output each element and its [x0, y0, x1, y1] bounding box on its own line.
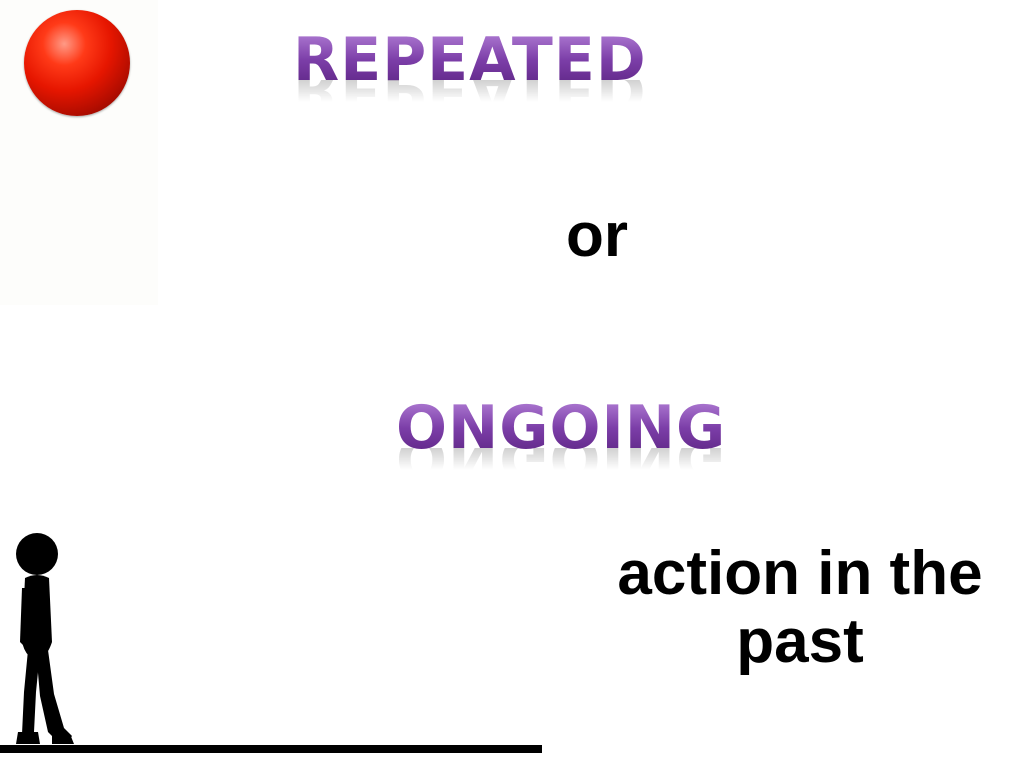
action-phrase-line1: action in the [617, 539, 983, 608]
connector-text: or [566, 201, 628, 270]
red-ball-icon [24, 10, 130, 116]
action-phrase-line2: past [736, 607, 864, 676]
action-phrase: action in the past [580, 540, 1020, 676]
repeated-heading: REPEATED REPEATED [293, 30, 647, 120]
repeated-text: REPEATED [293, 25, 647, 95]
repeated-reflection: REPEATED [293, 80, 647, 120]
ongoing-text: ONGOING [396, 393, 727, 463]
ongoing-heading: ONGOING ONGOING [396, 398, 726, 488]
ground-line [0, 745, 542, 753]
walking-person-icon [16, 533, 74, 744]
ongoing-reflection: ONGOING [396, 448, 727, 488]
ball-image-panel [0, 0, 158, 305]
